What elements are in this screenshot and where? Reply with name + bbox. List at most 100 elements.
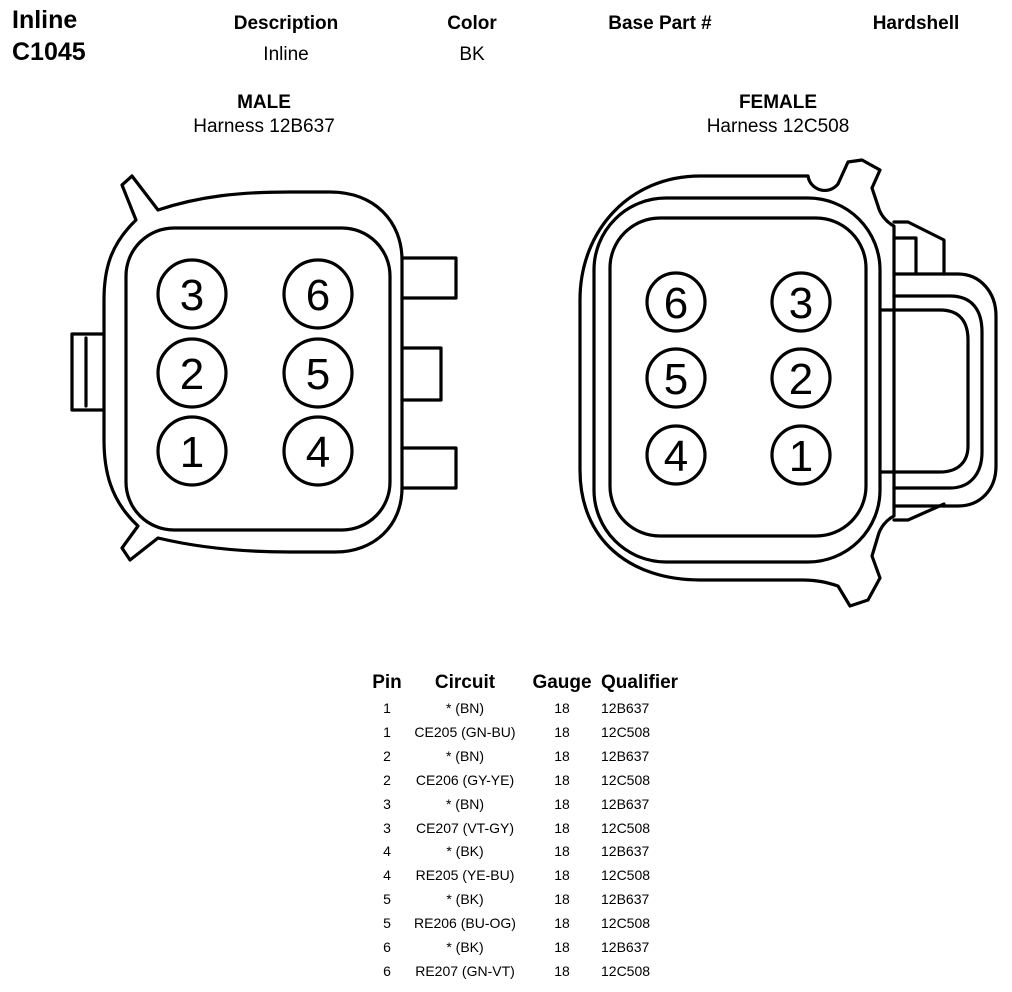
circuit-cell: RE206 (BU-OG) [414, 915, 516, 932]
qualifier-cell: 12C508 [601, 819, 651, 836]
qualifier-cell: 12B637 [601, 843, 650, 860]
pin-cell: 5 [383, 891, 391, 908]
pin-cell: 6 [383, 939, 391, 955]
female-pin-number: 6 [664, 279, 688, 328]
pin-cell: 4 [383, 843, 391, 860]
male-pin-number: 1 [180, 428, 204, 477]
gauge-cell: 18 [554, 795, 570, 812]
qualifier-cell: 12B637 [601, 939, 650, 955]
male-pin-cavity [282, 337, 354, 409]
description-value: Inline [263, 44, 309, 65]
female-pin-number: 2 [789, 355, 813, 404]
circuit-cell: * (BN) [445, 795, 485, 812]
female-pin-cavity [770, 347, 832, 409]
gauge-cell: 18 [554, 939, 570, 955]
female-middle-ring [592, 196, 882, 564]
qualifier-cell: 12C508 [601, 915, 651, 932]
female-harness: Harness 12C508 [706, 116, 850, 137]
table-header-circuit: Circuit [434, 672, 496, 693]
circuit-cell: CE205 (GN-BU) [414, 723, 516, 740]
qualifier-cell: 12C508 [601, 962, 651, 979]
male-inner-seal [124, 226, 392, 532]
gauge-cell: 18 [554, 891, 570, 908]
color-label: Color [447, 13, 497, 34]
qualifier-cell: 12C508 [601, 723, 651, 740]
gauge-cell: 18 [554, 700, 570, 716]
qualifier-cell: 12C508 [601, 867, 651, 884]
male-pin-number: 3 [180, 271, 204, 320]
male-pin-number: 2 [180, 350, 204, 399]
gauge-cell: 18 [554, 867, 570, 884]
pin-cell: 6 [383, 962, 391, 979]
male-pin-cavity [282, 415, 354, 487]
gauge-cell: 18 [554, 843, 570, 860]
female-outer-housing [578, 158, 896, 608]
female-pin-number: 5 [664, 355, 688, 404]
pin-cell: 4 [383, 867, 391, 884]
gauge-cell: 18 [554, 771, 570, 788]
female-pin-cavity [770, 424, 832, 486]
circuit-cell: RE207 (GN-VT) [415, 962, 515, 979]
pin-cell: 2 [383, 771, 391, 788]
female-latch-outer [892, 272, 998, 508]
circuit-cell: * (BN) [445, 700, 485, 716]
qualifier-cell: 12B637 [601, 747, 650, 764]
male-pin-number: 6 [306, 271, 330, 320]
circuit-cell: RE205 (YE-BU) [415, 867, 515, 884]
male-pin-cavity [156, 337, 228, 409]
male-latch-left [70, 332, 106, 412]
female-connector [578, 158, 998, 608]
connector-id: C1045 [12, 38, 86, 66]
gauge-cell: 18 [554, 819, 570, 836]
qualifier-cell: 12C508 [601, 771, 651, 788]
pin-cell: 1 [383, 700, 391, 716]
female-latch-inner [878, 308, 970, 474]
gauge-cell: 18 [554, 747, 570, 764]
qualifier-cell: 12B637 [601, 795, 650, 812]
male-pin-number: 5 [306, 350, 330, 399]
female-pin-cavity [770, 271, 832, 333]
female-label: FEMALE [738, 92, 818, 113]
male-connector [70, 174, 458, 562]
male-harness: Harness 12B637 [193, 116, 335, 137]
circuit-cell: CE207 (VT-GY) [415, 819, 515, 836]
gauge-cell: 18 [554, 915, 570, 932]
male-latch-mid [400, 346, 443, 402]
female-pin-cavity [645, 347, 707, 409]
male-pin-cavity [282, 258, 354, 330]
hardshell-label: Hardshell [872, 13, 960, 34]
male-pin-cavity [156, 258, 228, 330]
qualifier-cell: 12B637 [601, 700, 650, 716]
female-pin-cavity [645, 271, 707, 333]
pin-cell: 5 [383, 915, 391, 932]
male-latch-top [400, 256, 458, 300]
male-latch-bottom [400, 446, 458, 490]
table-header-qualifier: Qualifier [601, 672, 679, 693]
female-pin-number: 3 [789, 279, 813, 328]
circuit-cell: * (BN) [445, 747, 485, 764]
circuit-cell: * (BK) [446, 891, 484, 908]
circuit-cell: * (BK) [446, 939, 484, 955]
table-header-gauge: Gauge [532, 672, 592, 693]
male-pin-number: 4 [306, 428, 330, 477]
description-label: Description [233, 13, 339, 34]
male-outer-housing [102, 174, 404, 562]
circuit-cell: * (BK) [446, 843, 484, 860]
qualifier-cell: 12B637 [601, 891, 650, 908]
female-inner-seal [608, 216, 868, 538]
pin-cell: 3 [383, 795, 391, 812]
base-part-label: Base Part # [608, 13, 712, 34]
pin-cell: 3 [383, 819, 391, 836]
female-pin-number: 4 [664, 432, 688, 481]
gauge-cell: 18 [554, 723, 570, 740]
table-header-pin: Pin [372, 672, 402, 693]
female-pin-cavity [645, 424, 707, 486]
male-pin-cavity [156, 415, 228, 487]
pin-cell: 2 [383, 747, 391, 764]
connector-type: Inline [12, 6, 78, 34]
female-pin-number: 1 [789, 432, 813, 481]
circuit-cell: CE206 (GY-YE) [415, 771, 515, 788]
pin-cell: 1 [383, 723, 391, 740]
color-value: BK [459, 44, 485, 65]
